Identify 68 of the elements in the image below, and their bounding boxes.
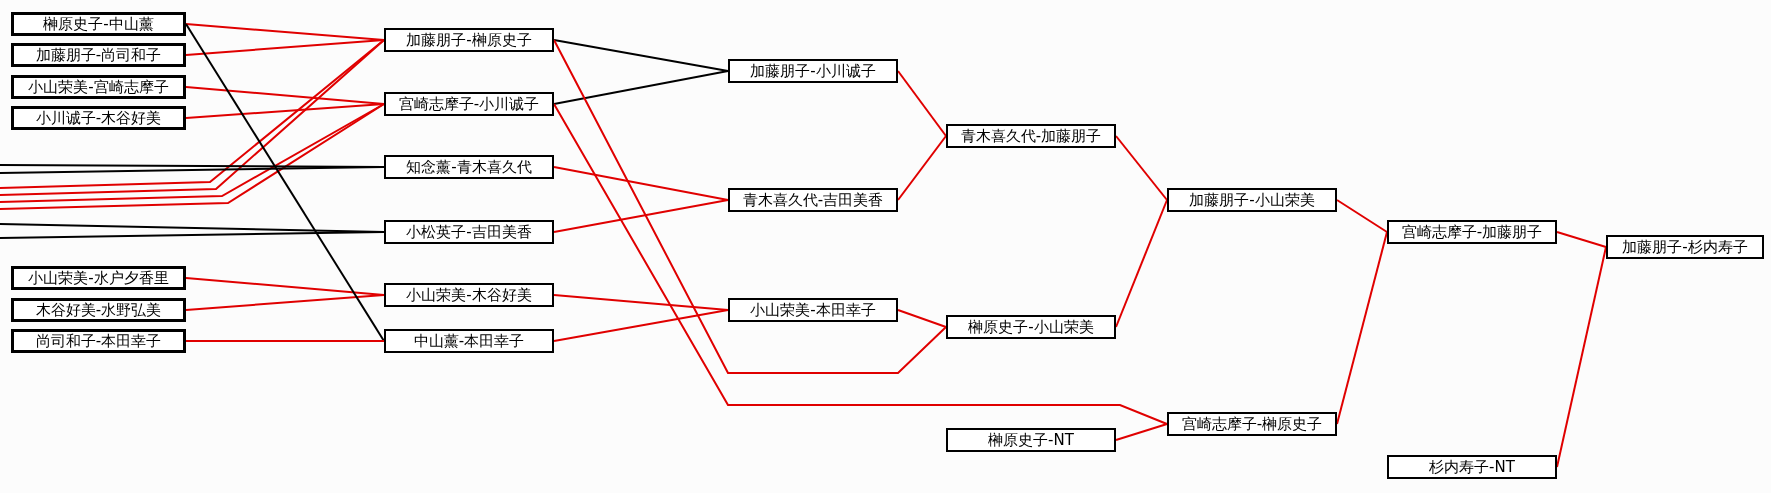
match-box — [384, 283, 554, 307]
match-box — [384, 155, 554, 179]
match-box — [728, 298, 898, 322]
match-box — [1387, 220, 1557, 244]
match-label: 小山荣美-木谷好美 — [406, 286, 532, 304]
match-box — [728, 59, 898, 83]
bracket-line — [1115, 199, 1168, 328]
match-label: 青木喜久代-吉田美香 — [742, 191, 884, 209]
match-box — [1167, 412, 1337, 436]
match-box — [11, 298, 186, 322]
bracket-line — [1336, 199, 1388, 233]
bracket-line — [897, 309, 947, 328]
bracket-line — [185, 103, 385, 119]
match-label: 尚司和子-本田幸子 — [35, 332, 162, 350]
bracket-line — [897, 70, 947, 137]
bracket-line — [553, 199, 729, 233]
bracket-line — [1115, 135, 1168, 201]
match-label: 杉内寿子-NT — [1429, 458, 1515, 476]
match-label: 中山薰-本田幸子 — [413, 332, 525, 350]
match-box — [728, 188, 898, 212]
match-box — [11, 266, 186, 290]
match-label: 小川诚子-木谷好美 — [35, 109, 162, 127]
bracket-line — [185, 23, 385, 342]
match-box — [11, 329, 186, 353]
match-label: 加藤朋子-尚司和子 — [35, 46, 162, 64]
match-box — [1167, 188, 1337, 212]
match-label: 宫崎志摩子-小川诚子 — [398, 95, 540, 113]
bracket-line — [897, 135, 947, 201]
match-label: 青木喜久代-加藤朋子 — [960, 127, 1102, 145]
match-box — [1606, 235, 1764, 259]
match-box — [946, 315, 1116, 339]
match-label: 木谷好美-水野弘美 — [35, 301, 162, 319]
bracket-line — [553, 103, 1168, 425]
match-label: 加藤朋子-小川诚子 — [750, 62, 876, 80]
match-label: 小山荣美-宫崎志摩子 — [28, 78, 169, 96]
match-label: 加藤朋子-小山荣美 — [1189, 191, 1315, 209]
bracket-line — [185, 340, 385, 342]
match-box — [11, 12, 186, 36]
match-label: 宫崎志摩子-榊原史子 — [1181, 415, 1323, 433]
match-box — [11, 106, 186, 130]
match-label: 小山荣美-水户夕香里 — [28, 269, 169, 287]
match-box — [1387, 455, 1557, 479]
bracket-line — [0, 231, 385, 239]
match-box — [384, 92, 554, 116]
match-label: 榊原史子-小山荣美 — [968, 318, 1094, 336]
match-label: 小松英子-吉田美香 — [406, 223, 532, 241]
bracket-line — [553, 309, 729, 342]
bracket-line — [185, 39, 385, 56]
match-label: 小山荣美-本田幸子 — [750, 301, 876, 319]
match-box — [384, 28, 554, 52]
match-box — [11, 43, 186, 67]
match-label: 宫崎志摩子-加藤朋子 — [1401, 223, 1543, 241]
bracket-line — [553, 39, 947, 374]
bracket-line — [1556, 231, 1607, 248]
match-box — [384, 220, 554, 244]
match-box — [11, 75, 186, 99]
match-box — [946, 428, 1116, 452]
bracket-line — [553, 70, 729, 105]
match-label: 加藤朋子-榊原史子 — [406, 31, 532, 49]
match-label: 榊原史子-NT — [988, 431, 1074, 449]
bracket-line — [0, 166, 385, 174]
bracket-line — [1115, 423, 1168, 441]
match-box — [384, 329, 554, 353]
match-label: 知念薰-青木喜久代 — [406, 158, 532, 176]
match-label: 榊原史子-中山薰 — [43, 15, 154, 33]
match-box — [946, 124, 1116, 148]
bracket-line — [185, 294, 385, 311]
match-label: 加藤朋子-杉内寿子 — [1622, 238, 1748, 256]
